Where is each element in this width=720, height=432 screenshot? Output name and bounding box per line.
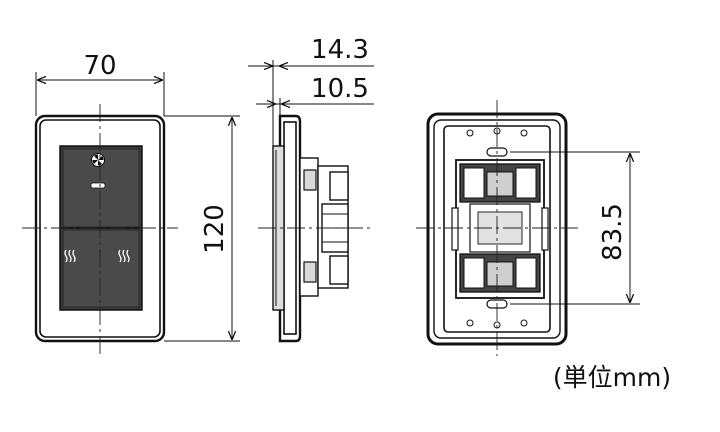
depth-total-dimension: 14.3 — [248, 35, 374, 150]
mount-pitch-dimension: 83.5 — [510, 151, 640, 305]
width-dimension: 70 — [35, 51, 165, 116]
height-dimension: 120 — [164, 115, 240, 342]
terminal-blocks — [451, 163, 549, 293]
fan-icon — [91, 153, 105, 167]
back-view: 83.5 — [416, 100, 640, 356]
indicator-lamp — [90, 182, 106, 189]
depth-total-value: 14.3 — [311, 35, 369, 65]
width-value: 70 — [83, 51, 116, 81]
depth-partial-dimension: 10.5 — [256, 74, 374, 118]
side-body — [299, 157, 349, 297]
side-view: 14.3 10.5 — [248, 35, 374, 343]
mount-pitch-value: 83.5 — [598, 203, 628, 261]
unit-note: (単位mm) — [553, 363, 671, 392]
front-view: 70 — [22, 51, 240, 354]
depth-partial-value: 10.5 — [311, 74, 369, 104]
heat-wave-icon — [64, 249, 130, 263]
height-value: 120 — [200, 204, 230, 254]
side-plate — [278, 114, 302, 343]
